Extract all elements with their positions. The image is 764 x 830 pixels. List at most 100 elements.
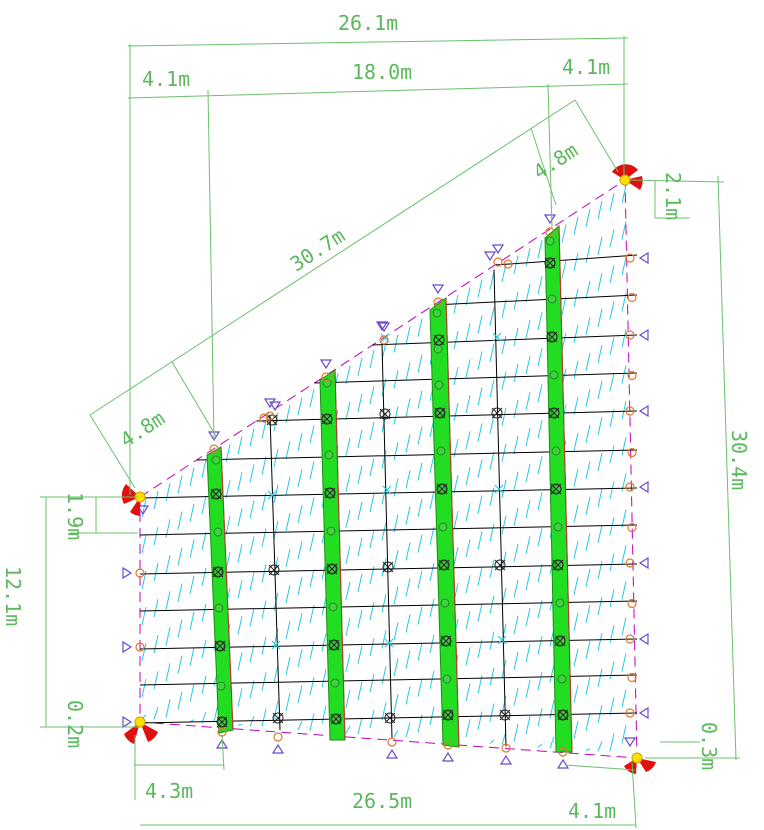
hatch-stroke: [345, 365, 351, 384]
hatch-stroke: [201, 459, 207, 478]
hatch-stroke: [237, 723, 243, 726]
column-node: [326, 563, 338, 575]
girder-node: [211, 455, 221, 465]
hatch-stroke: [621, 617, 627, 636]
dim-left-height: 12.1m: [1, 566, 25, 626]
hatch-stroke: [345, 401, 351, 420]
hatch-stroke: [249, 536, 255, 555]
pin-support-marker: [483, 251, 497, 262]
hatch-stroke: [573, 504, 579, 523]
hatch-stroke: [429, 526, 435, 545]
hatch-stroke: [465, 431, 471, 450]
hatch-stroke: [357, 573, 363, 593]
grid-row-line: [433, 294, 638, 306]
hatch-stroke: [585, 496, 591, 515]
hatch-stroke: [297, 469, 303, 488]
hatch-stroke: [465, 611, 471, 630]
hatch-stroke: [537, 420, 543, 439]
pin-support-marker: [122, 566, 133, 580]
pin-support-marker: [499, 754, 513, 765]
hatch-stroke: [273, 484, 279, 503]
hatch-stroke: [201, 567, 207, 586]
hatch-stroke: [549, 664, 555, 683]
slab-node: [267, 490, 277, 500]
girder-node: [547, 294, 557, 304]
pin-support-marker: [122, 640, 133, 654]
hatch-stroke: [501, 479, 507, 498]
pin-support-marker: [543, 214, 557, 225]
column-node: [440, 635, 452, 647]
hatch-stroke: [405, 614, 411, 633]
slab-node: [494, 484, 504, 494]
hatch-stroke: [261, 564, 267, 583]
hatch-stroke: [417, 570, 423, 589]
hatch-stroke: [297, 720, 303, 730]
hatch-stroke: [489, 307, 495, 326]
hatch-stroke: [537, 564, 543, 583]
hatch-stroke: [573, 720, 579, 739]
edge-node: [493, 257, 503, 267]
column-node: [268, 564, 280, 576]
hatch-stroke: [537, 743, 543, 748]
support-left-upper: [121, 484, 146, 516]
column-node: [550, 483, 562, 495]
hatch-stroke: [417, 426, 423, 445]
hatch-stroke: [489, 631, 495, 650]
column-node: [214, 640, 226, 652]
pin-support-marker: [623, 737, 637, 748]
hatch-stroke: [249, 680, 255, 699]
hatch-stroke: [393, 334, 399, 353]
hatch-stroke: [537, 348, 543, 367]
hatch-stroke: [273, 520, 279, 539]
hatch-stroke: [261, 456, 267, 475]
hatch-stroke: [297, 541, 303, 560]
hatch-stroke: [309, 605, 315, 624]
hatch-stroke: [285, 584, 291, 604]
hatch-stroke: [369, 529, 375, 549]
pin-support-marker: [638, 404, 649, 418]
hatch-stroke: [225, 516, 231, 535]
hatch-stroke: [573, 324, 579, 343]
hatch-stroke: [513, 399, 519, 419]
edge-node: [501, 743, 511, 753]
hatch-stroke: [597, 380, 603, 400]
hatch-stroke: [429, 490, 435, 509]
girder-node: [440, 598, 450, 608]
hatch-stroke: [153, 491, 159, 510]
hatch-stroke: [153, 707, 159, 720]
hatch-stroke: [285, 476, 291, 496]
hatch-stroke: [573, 360, 579, 379]
edge-node: [433, 297, 443, 307]
hatch-stroke: [309, 389, 315, 408]
dim-bottom-overall: 26.5m: [352, 789, 412, 813]
grid-row-line: [494, 254, 638, 266]
hatch-stroke: [501, 515, 507, 534]
hatch-stroke: [609, 265, 615, 284]
edge-node: [558, 747, 568, 757]
hatch-stroke: [345, 473, 351, 492]
hatch-stroke: [585, 244, 591, 263]
grid-column-line: [269, 416, 281, 731]
column-node: [499, 709, 511, 721]
hatch-stroke: [309, 533, 315, 552]
hatch-stroke: [345, 509, 351, 528]
hatch-stroke: [417, 534, 423, 553]
hatch-stroke: [237, 652, 243, 671]
hatch-stroke: [549, 700, 555, 719]
hatch-stroke: [525, 463, 531, 483]
hatch-stroke: [525, 715, 531, 735]
hatch-stroke: [165, 591, 171, 610]
hatch-stroke: [609, 625, 615, 644]
hatch-stroke: [489, 343, 495, 362]
hatch-stroke: [585, 388, 591, 407]
girder-node: [432, 308, 442, 318]
pin-support-marker: [268, 401, 282, 412]
edge-node: [321, 372, 331, 382]
edge-node: [627, 292, 637, 303]
girder-node: [214, 603, 224, 613]
hatch-stroke: [465, 539, 471, 558]
hatch-stroke: [249, 572, 255, 591]
hatch-stroke: [561, 296, 567, 315]
hatch-stroke: [165, 627, 171, 646]
hatch-stroke: [477, 315, 483, 334]
